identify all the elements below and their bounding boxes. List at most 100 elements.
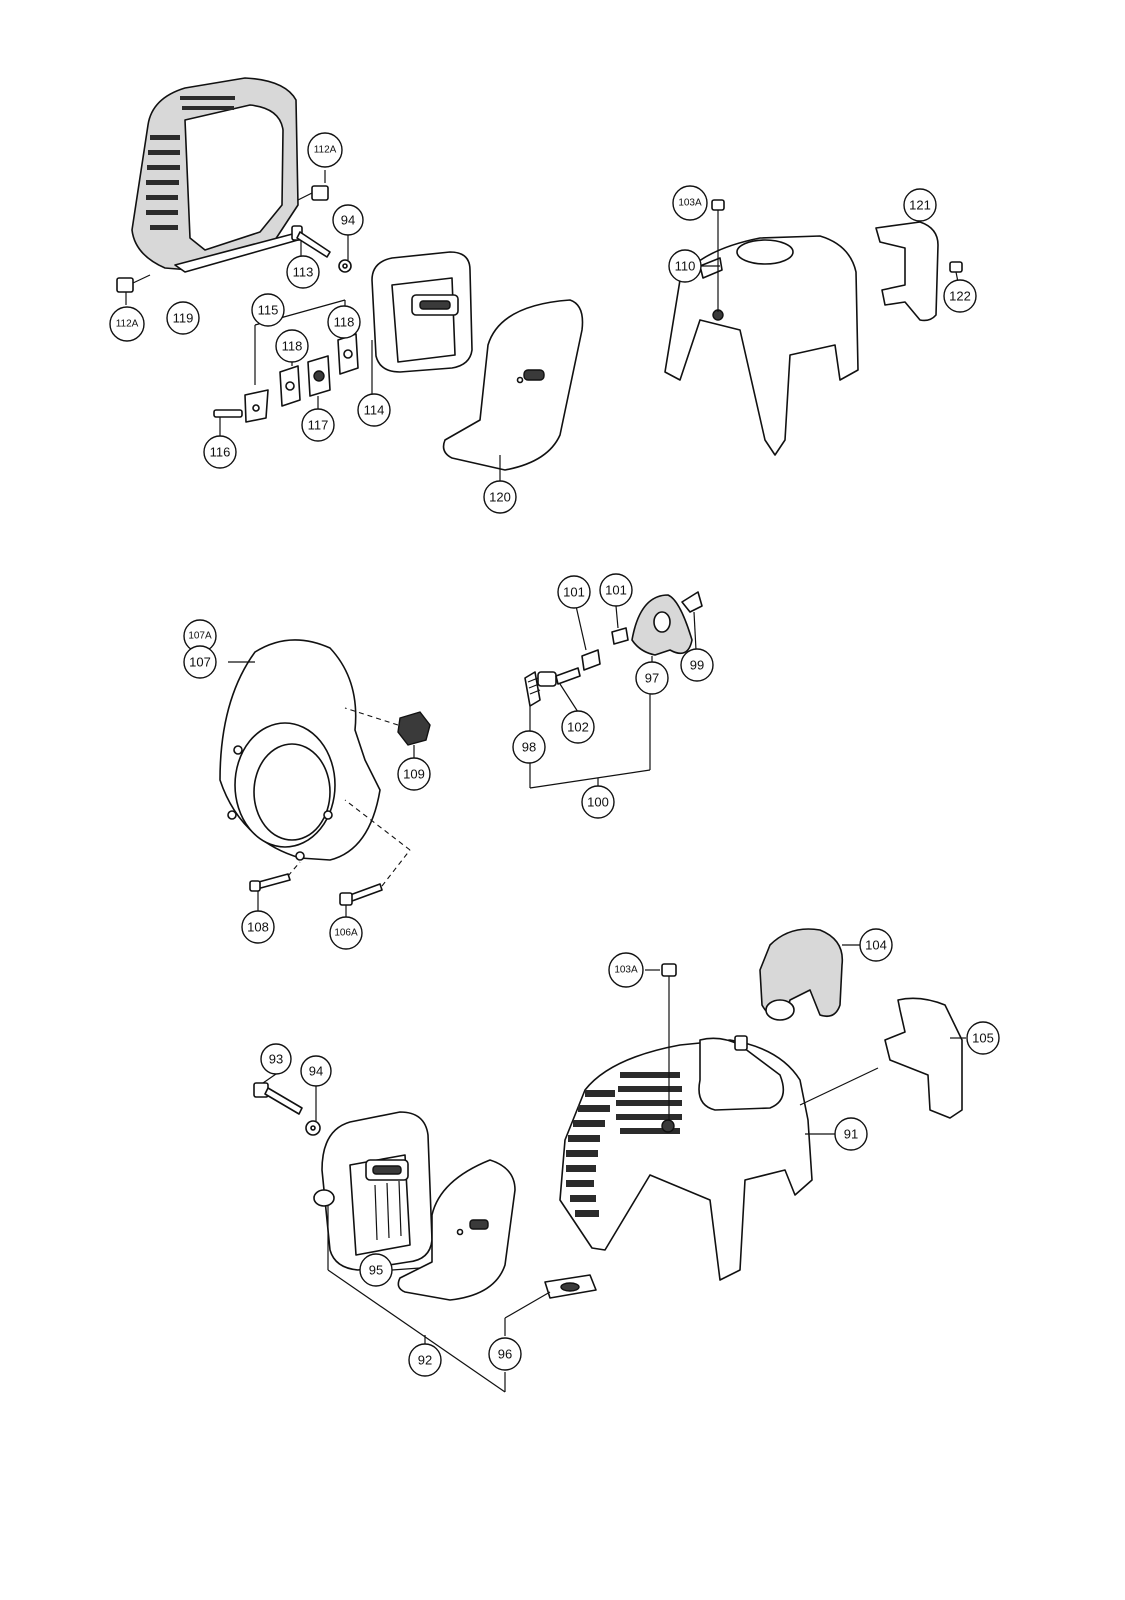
top-cover-110 <box>664 218 859 456</box>
screw-112A-top <box>297 170 329 201</box>
fan-housing-group <box>219 639 431 918</box>
callout-94-bottom: 94 <box>300 1055 332 1087</box>
callout-112A-left: 112A <box>109 306 145 342</box>
svg-text:112A: 112A <box>116 319 139 330</box>
leader-100 <box>529 690 651 789</box>
pin-102 <box>537 667 581 713</box>
fan-housing-107 <box>219 639 381 861</box>
svg-text:94: 94 <box>341 213 355 228</box>
svg-text:93: 93 <box>269 1052 283 1067</box>
svg-text:92: 92 <box>418 1353 432 1368</box>
callout-109: 109 <box>397 757 431 791</box>
callout-94-top: 94 <box>332 204 364 236</box>
svg-text:102: 102 <box>567 720 589 735</box>
screw-108 <box>249 861 301 912</box>
callout-113: 113 <box>286 255 320 289</box>
engine-cover-119 <box>131 77 306 273</box>
callout-91: 91 <box>834 1117 868 1151</box>
callout-98: 98 <box>512 730 546 764</box>
callout-121: 121 <box>903 188 937 222</box>
heat-shield-120 <box>442 299 584 482</box>
svg-text:108: 108 <box>247 920 269 935</box>
callout-117: 117 <box>301 408 335 442</box>
svg-text:103A: 103A <box>678 198 702 209</box>
callout-102: 102 <box>561 710 595 744</box>
switch-group <box>524 591 703 789</box>
svg-text:112A: 112A <box>314 145 337 156</box>
screw-106A <box>339 799 411 918</box>
screw-112A-left <box>116 274 151 305</box>
plate-116 <box>213 389 269 438</box>
muffler-114 <box>371 251 473 395</box>
callout-92: 92 <box>408 1343 442 1377</box>
callout-93: 93 <box>260 1043 292 1075</box>
callout-95: 95 <box>359 1253 393 1287</box>
screw-103A-top <box>711 199 725 218</box>
callout-96: 96 <box>488 1337 522 1371</box>
svg-text:101: 101 <box>605 583 627 598</box>
callout-108: 108 <box>241 910 275 944</box>
svg-text:118: 118 <box>282 339 303 354</box>
callout-115: 115 <box>251 293 285 327</box>
screw-122 <box>949 261 963 283</box>
svg-text:120: 120 <box>489 490 511 505</box>
svg-text:105: 105 <box>972 1031 994 1046</box>
callout-122: 122 <box>943 279 977 313</box>
svg-text:96: 96 <box>498 1347 512 1362</box>
cover-105 <box>884 997 966 1119</box>
knob-109 <box>344 707 431 760</box>
svg-text:119: 119 <box>173 311 194 326</box>
clip-99 <box>681 591 703 651</box>
callout-97: 97 <box>635 661 669 695</box>
intake-104 <box>759 928 860 1021</box>
svg-text:121: 121 <box>909 198 931 213</box>
gasket-118-b <box>337 333 359 375</box>
svg-text:98: 98 <box>522 740 536 755</box>
svg-text:95: 95 <box>369 1263 383 1278</box>
svg-text:109: 109 <box>403 767 425 782</box>
callout-118-b: 118 <box>327 305 361 339</box>
callout-105: 105 <box>966 1021 1000 1055</box>
callout-99: 99 <box>680 648 714 682</box>
svg-text:103A: 103A <box>614 965 638 976</box>
callout-layer: 112A 94 113 112A 119 115 118 118 117 114… <box>109 132 1000 1377</box>
svg-text:107A: 107A <box>188 631 212 642</box>
svg-text:106A: 106A <box>334 928 358 939</box>
svg-text:110: 110 <box>675 259 696 274</box>
callout-107: 107 <box>183 645 217 679</box>
callout-101-b: 101 <box>599 573 633 607</box>
cover-91 <box>559 1035 879 1281</box>
svg-text:115: 115 <box>258 303 279 318</box>
svg-text:91: 91 <box>844 1127 858 1142</box>
screw-103A-bottom <box>645 963 677 1120</box>
callout-114: 114 <box>357 393 391 427</box>
callout-118-a: 118 <box>275 329 309 363</box>
bolt-113 <box>291 225 331 258</box>
washer-94-top <box>338 232 352 273</box>
svg-text:113: 113 <box>293 265 314 280</box>
svg-text:116: 116 <box>210 445 231 460</box>
svg-text:99: 99 <box>690 658 704 673</box>
cover-121 <box>875 215 939 322</box>
insulator-117 <box>307 355 331 410</box>
callout-103A-bottom: 103A <box>608 952 644 988</box>
top-cover-group <box>664 199 963 456</box>
callout-110: 110 <box>668 249 702 283</box>
plate-101-b <box>611 605 629 645</box>
svg-text:107: 107 <box>189 655 211 670</box>
svg-text:94: 94 <box>309 1064 323 1079</box>
callout-106A: 106A <box>329 916 363 950</box>
gasket-96 <box>544 1274 597 1299</box>
svg-text:117: 117 <box>308 418 329 433</box>
washer-94-bottom <box>305 1086 321 1136</box>
svg-text:114: 114 <box>364 403 385 418</box>
callout-116: 116 <box>203 435 237 469</box>
svg-text:104: 104 <box>865 938 887 953</box>
callout-100: 100 <box>581 785 615 819</box>
muffler-92 <box>313 1111 433 1271</box>
svg-text:118: 118 <box>334 315 355 330</box>
callout-120: 120 <box>483 480 517 514</box>
switch-97 <box>631 594 693 666</box>
svg-text:100: 100 <box>587 795 609 810</box>
